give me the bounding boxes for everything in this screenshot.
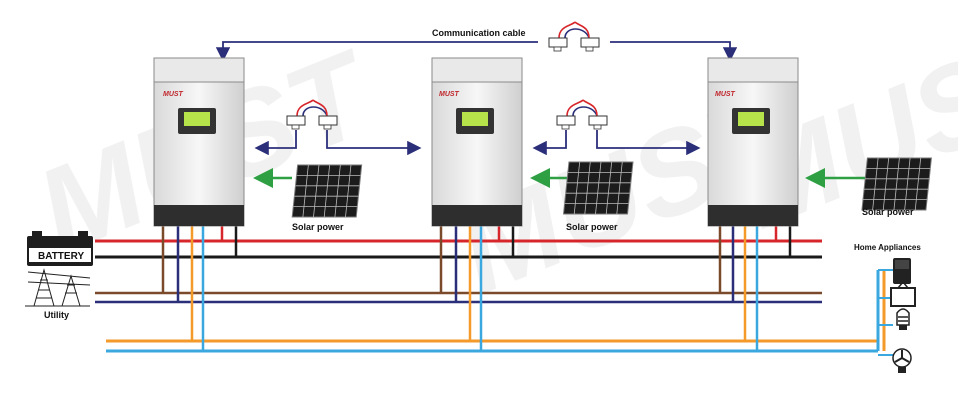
solar-panel-icon xyxy=(291,164,363,218)
inverter-1: MUST xyxy=(153,57,245,227)
solar-power-label: Solar power xyxy=(566,222,618,232)
utility-label: Utility xyxy=(44,310,69,320)
inverter-brand: MUST xyxy=(163,91,184,98)
inverter-2: MUST xyxy=(431,57,523,227)
home-appliances: Home Appliances xyxy=(854,243,921,373)
solar-panel-icon xyxy=(563,161,634,215)
solar-power-label: Solar power xyxy=(292,222,344,232)
inverter-wiring xyxy=(161,226,792,351)
utility-tower-icon xyxy=(25,268,91,307)
home-appliances-label: Home Appliances xyxy=(854,243,921,252)
refrigerator-icon xyxy=(893,258,911,284)
communication-cable-label: Communication cable xyxy=(432,28,526,38)
solar-group-1: Solar power xyxy=(253,99,422,232)
bus-lines xyxy=(95,239,878,353)
solar-group-2: Solar power xyxy=(530,99,701,232)
inverter-brand: MUST xyxy=(439,91,460,98)
fan-icon xyxy=(892,348,912,373)
inverter-3: MUST xyxy=(707,57,799,227)
communication-cable: Communication cable xyxy=(215,21,738,62)
battery-icon: BATTERY xyxy=(27,231,93,266)
solar-group-3: Solar power xyxy=(805,157,932,217)
inverter-brand: MUST xyxy=(715,91,736,98)
light-bulb-icon xyxy=(896,308,910,330)
solar-power-label: Solar power xyxy=(862,207,914,217)
solar-panel-icon xyxy=(861,157,932,211)
tv-icon xyxy=(890,280,916,307)
battery-label: BATTERY xyxy=(38,251,84,262)
